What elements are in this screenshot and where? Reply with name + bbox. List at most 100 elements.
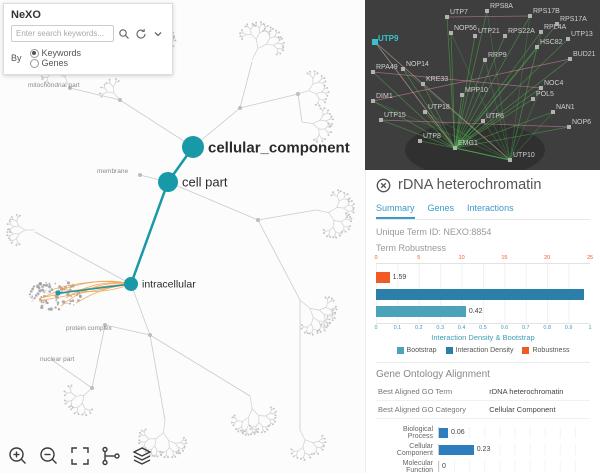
svg-text:intracellular: intracellular <box>142 279 196 291</box>
bar-robustness <box>376 271 390 283</box>
gene-label: UTP13 <box>571 31 593 38</box>
gene-label: NOP56 <box>454 25 477 32</box>
bar-cellular-component <box>439 444 474 455</box>
gene-node-utp9[interactable] <box>372 39 378 45</box>
zoom-in-icon[interactable] <box>7 445 29 467</box>
gene-node-dim1[interactable] <box>371 99 375 103</box>
gene-node-utp15[interactable] <box>379 118 383 122</box>
gene-label: RPS17B <box>533 8 560 15</box>
unique-term-id: Unique Term ID: NEXO:8854 <box>376 227 492 237</box>
gene-node-pol5[interactable] <box>531 97 535 101</box>
close-icon[interactable] <box>376 178 391 193</box>
svg-text:mitochondrial part: mitochondrial part <box>28 82 80 89</box>
gene-label: NOC4 <box>544 80 564 87</box>
gene-node-rps22a[interactable] <box>503 34 507 38</box>
gene-label: NAN1 <box>556 104 575 111</box>
svg-text:nuclear part: nuclear part <box>40 356 75 363</box>
gene-label: RPS17A <box>560 16 587 23</box>
gene-node-nop56[interactable] <box>449 31 453 35</box>
reset-icon[interactable] <box>134 27 148 41</box>
gene-node-rpa49[interactable] <box>371 70 375 74</box>
tree-term-node[interactable] <box>158 172 178 192</box>
gene-node-utp21[interactable] <box>473 34 477 38</box>
gene-label: BUD21 <box>573 51 596 58</box>
gene-node-kre33[interactable] <box>421 82 425 86</box>
gene-node-noc4[interactable] <box>539 86 543 90</box>
gene-node-bud21[interactable] <box>568 57 572 61</box>
gene-node-utp7[interactable] <box>445 15 449 19</box>
gene-label: NOP6 <box>572 119 592 126</box>
gene-label: UTP21 <box>478 28 500 35</box>
svg-text:membrane: membrane <box>97 168 128 175</box>
gene-node-utp13[interactable] <box>566 37 570 41</box>
gene-label: UTP6 <box>486 113 504 120</box>
gene-label: UTP18 <box>428 104 450 111</box>
gene-node-nop14[interactable] <box>401 67 405 71</box>
tab-genes[interactable]: Genes <box>427 203 455 213</box>
gene-label: RPS22A <box>508 28 535 35</box>
chevron-down-icon[interactable] <box>151 27 165 41</box>
gene-node-emg1[interactable] <box>453 146 457 150</box>
search-icon[interactable] <box>117 27 131 41</box>
gene-node-rps17a[interactable] <box>555 22 559 26</box>
search-input[interactable] <box>11 25 114 42</box>
svg-text:cell part: cell part <box>182 175 228 190</box>
gene-label: RPS8A <box>490 3 513 10</box>
gene-label: KRE33 <box>426 76 449 83</box>
tab-interactions[interactable]: Interactions <box>467 203 514 213</box>
gene-label: EMG1 <box>458 140 478 147</box>
gene-node-nan1[interactable] <box>551 110 555 114</box>
search-mode-genes[interactable]: Genes <box>29 58 82 68</box>
gene-label: NOP14 <box>406 61 429 68</box>
bar-bootstrap <box>376 305 466 317</box>
gene-label: RPL4A <box>544 24 567 31</box>
gene-node-mpp10[interactable] <box>460 93 464 97</box>
gene-label: UTP15 <box>384 112 406 119</box>
gene-label: RPA49 <box>376 64 398 71</box>
gene-label: UTP7 <box>450 9 468 16</box>
gene-node-hsc82[interactable] <box>535 45 539 49</box>
tree-layout-icon[interactable] <box>100 445 122 467</box>
gene-node-utp10[interactable] <box>508 158 512 162</box>
gene-node-utp6[interactable] <box>481 119 485 123</box>
bar-biological-process <box>439 427 449 438</box>
layers-icon[interactable] <box>131 445 153 467</box>
tree-term-node[interactable] <box>182 136 204 158</box>
svg-text:protein complex: protein complex <box>66 325 113 332</box>
gene-node-utp8[interactable] <box>418 139 422 143</box>
tab-summary[interactable]: Summary <box>376 200 415 219</box>
radio-icon[interactable] <box>29 58 39 68</box>
gene-node-rrp9[interactable] <box>483 58 487 62</box>
gene-node-rps17b[interactable] <box>528 14 532 18</box>
gene-label: UTP10 <box>513 152 535 159</box>
by-label: By <box>11 53 22 63</box>
gene-node-utp18[interactable] <box>423 110 427 114</box>
bottom-axis-title: Interaction Density & Bootstrap <box>431 333 535 342</box>
search-mode-keywords[interactable]: Keywords <box>29 48 81 58</box>
tree-term-node[interactable] <box>124 277 138 291</box>
gene-label: POL5 <box>536 91 554 98</box>
gene-node-nop6[interactable] <box>567 125 571 129</box>
gene-label: UTP9 <box>378 34 399 43</box>
gene-label: UTP8 <box>423 133 441 140</box>
go-alignment-header: Gene Ontology Alignment <box>376 362 590 380</box>
fit-screen-icon[interactable] <box>69 445 91 467</box>
term-robustness-label: Term Robustness <box>376 243 447 253</box>
gene-node-rpl4a[interactable] <box>539 30 543 34</box>
gene-node-rps8a[interactable] <box>485 9 489 13</box>
zoom-out-icon[interactable] <box>38 445 60 467</box>
radio-icon[interactable] <box>29 48 39 58</box>
term-title: rDNA heterochromatin <box>398 177 542 193</box>
